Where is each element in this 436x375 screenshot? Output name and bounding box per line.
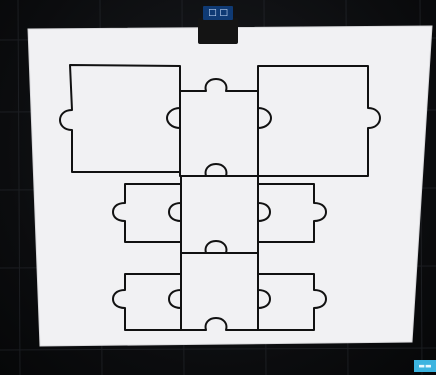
corner-tag: ▬▬: [414, 360, 436, 372]
top-badge: □ □: [203, 6, 233, 20]
binder-clip-icon: [198, 18, 238, 44]
paper-background: [28, 26, 432, 346]
